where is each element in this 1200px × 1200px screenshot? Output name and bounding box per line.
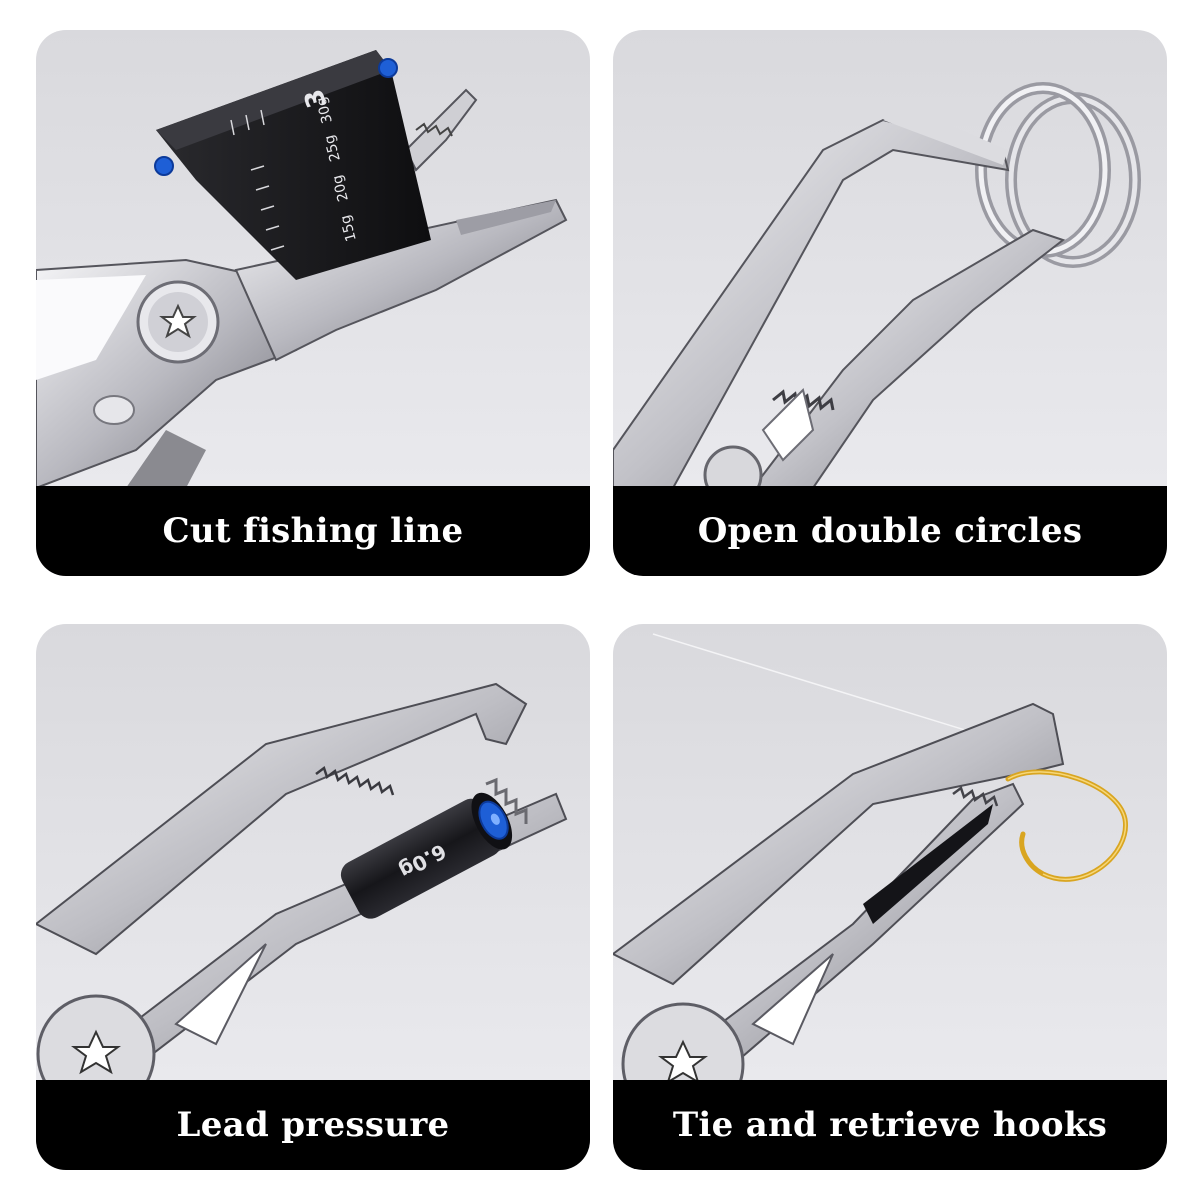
caption-bar: Tie and retrieve hooks xyxy=(613,1080,1167,1170)
panel-caption: Tie and retrieve hooks xyxy=(672,1105,1108,1145)
pliers-holding-hook-illustration xyxy=(613,633,1128,1082)
caption-bar: Cut fishing line xyxy=(36,486,590,576)
pliers-with-weight-scale-illustration: 3 15g 20g 25g 30g xyxy=(36,50,568,488)
caption-bar: Lead pressure xyxy=(36,1080,590,1170)
panel-lead-pressure: 6.0g Lead pressure xyxy=(36,624,590,1170)
fishing-hook-icon xyxy=(1005,769,1128,882)
blue-button-icon xyxy=(378,58,398,78)
scale-label-20g: 20g xyxy=(329,173,351,203)
panel-cut-fishing-line: 3 15g 20g 25g 30g Cut fishing line xyxy=(36,30,590,576)
caption-bar: Open double circles xyxy=(613,486,1167,576)
scale-label-15g: 15g xyxy=(337,213,359,243)
blue-button-icon xyxy=(154,156,174,176)
scale-label-30g: 30g xyxy=(313,95,335,125)
panel-caption: Cut fishing line xyxy=(162,511,464,551)
panel-caption: Open double circles xyxy=(697,511,1083,551)
pliers-opening-split-ring-illustration xyxy=(613,82,1141,488)
pliers-crimping-lead-weight-illustration: 6.0g xyxy=(36,682,568,1082)
panel-tie-and-retrieve-hooks: Tie and retrieve hooks xyxy=(613,624,1167,1170)
panel-open-double-circles: Open double circles xyxy=(613,30,1167,576)
scale-label-25g: 25g xyxy=(321,133,343,163)
panel-caption: Lead pressure xyxy=(176,1105,450,1145)
